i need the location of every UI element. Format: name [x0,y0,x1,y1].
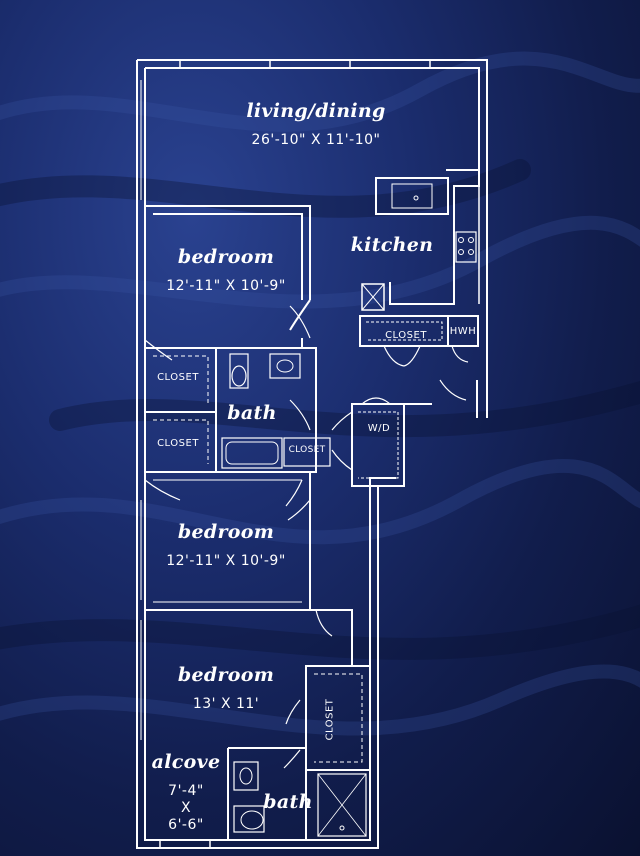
bedroom-1-walls [145,205,311,300]
room-dims-alcove-line2: X [180,800,192,816]
room-name-alcove: alcove [151,751,221,773]
room-name-kitchen: kitchen [350,234,434,256]
room-name-bath-1: bath [227,402,277,424]
room-dims-living-dining: 26'-10" X 11'-10" [251,132,381,148]
wd-label: W/D [367,423,391,434]
room-name-bath-2: bath [263,791,313,813]
kitchen-island [375,177,449,215]
room-name-living-dining: living/dining [246,100,386,122]
room-dims-bedroom-3: 13' X 11' [192,696,260,712]
room-dims-alcove-line3: 6'-6" [168,817,204,833]
room-dims-bedroom-1: 12'-11" X 10'-9" [166,278,286,294]
room-name-bedroom-2: bedroom [177,521,275,543]
closet-label-kitchen: CLOSET [385,330,427,341]
closet-label-bath: CLOSET [288,445,326,455]
closet-label-2: CLOSET [157,438,199,449]
hwh-label: HWH [449,326,477,337]
room-dims-alcove-line1: 7'-4" [168,783,204,799]
room-name-bedroom-3: bedroom [177,664,275,686]
exterior-wall [137,59,488,418]
room-name-bedroom-1: bedroom [177,246,275,268]
room-dims-bedroom-2: 12'-11" X 10'-9" [166,553,286,569]
closet-label-bedroom-3: CLOSET [324,698,336,741]
closet-label-1: CLOSET [157,372,199,383]
